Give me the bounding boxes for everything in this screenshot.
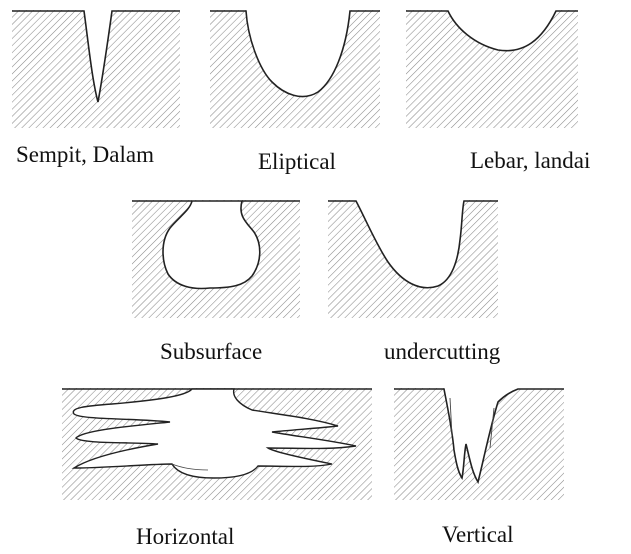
undercutting-shape	[328, 200, 498, 318]
panel-sempit-dalam	[12, 10, 180, 128]
label-sempit-dalam: Sempit, Dalam	[16, 142, 154, 168]
label-horizontal: Horizontal	[136, 524, 234, 550]
panel-vertical	[394, 388, 564, 500]
label-eliptical: Eliptical	[258, 149, 336, 175]
vertical-shape	[394, 388, 564, 500]
label-lebar-landai: Lebar, landai	[470, 148, 590, 174]
panel-horizontal	[62, 388, 372, 500]
label-undercutting: undercutting	[384, 339, 500, 365]
panel-eliptical	[210, 10, 380, 128]
panel-lebar-landai	[406, 10, 578, 128]
lebar-landai-shape	[406, 10, 578, 128]
label-subsurface: Subsurface	[160, 339, 262, 365]
label-vertical: Vertical	[442, 522, 514, 548]
sempit-dalam-shape	[12, 10, 180, 128]
panel-undercutting	[328, 200, 498, 318]
eliptical-shape	[210, 10, 380, 128]
panel-subsurface	[132, 200, 300, 318]
